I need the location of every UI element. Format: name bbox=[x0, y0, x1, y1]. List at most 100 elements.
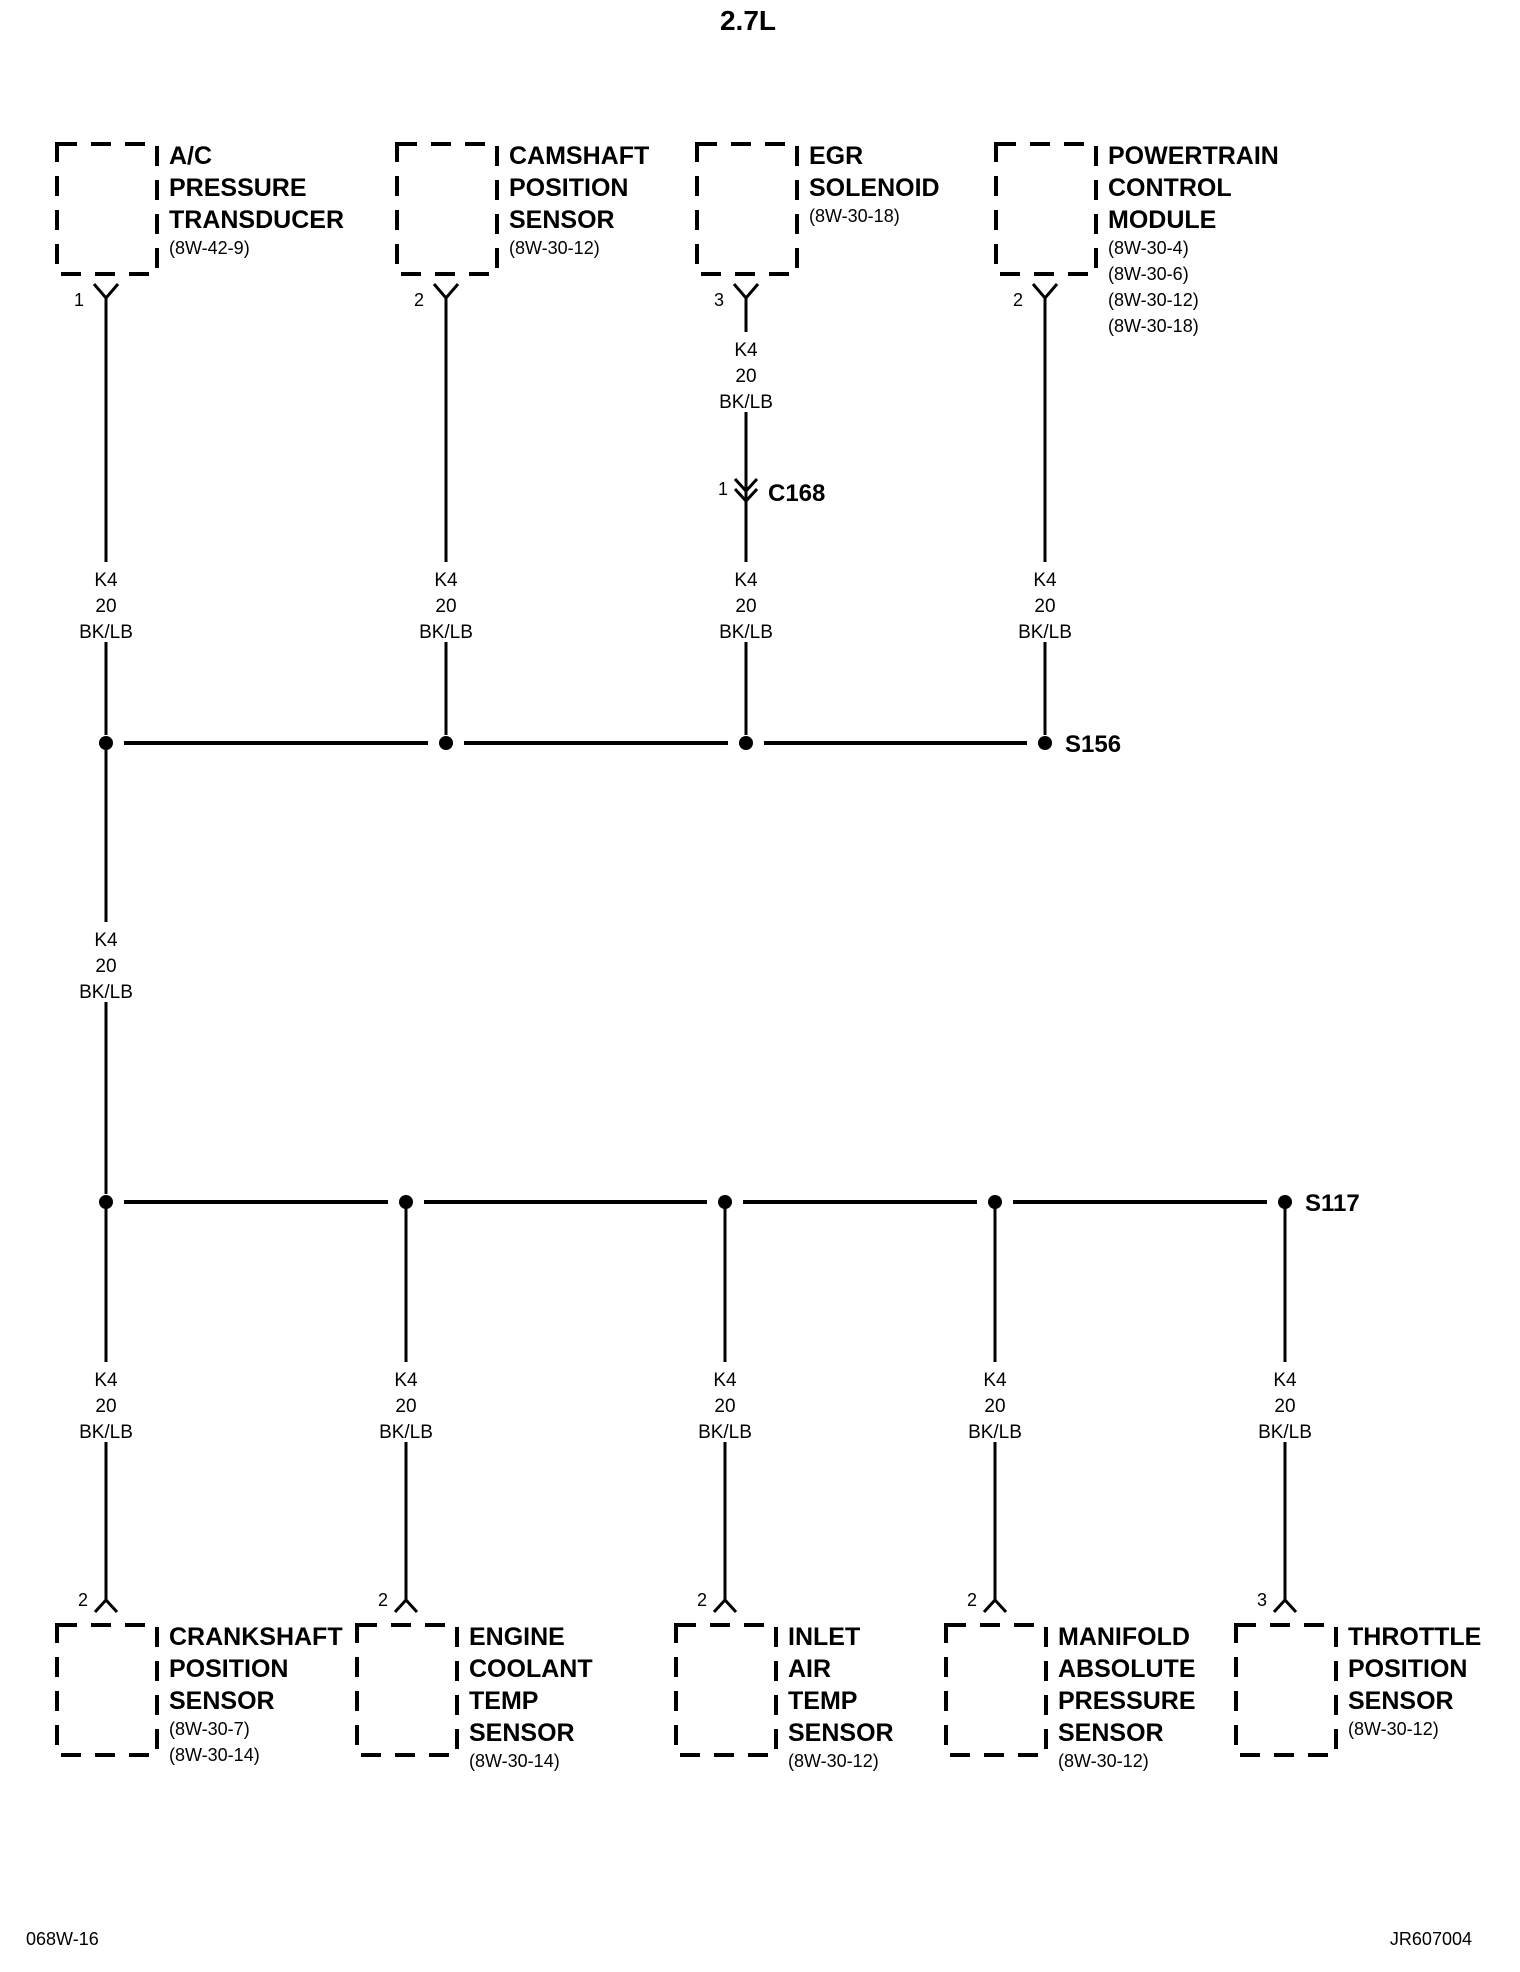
top-component-name-line: TRANSDUCER bbox=[169, 206, 344, 234]
component-box bbox=[1234, 1623, 1338, 1757]
bottom-component-name-line: TEMP bbox=[469, 1687, 538, 1715]
wire-circuit: K4 bbox=[734, 570, 758, 591]
pin-number: 2 bbox=[697, 1590, 707, 1610]
wire-circuit: K4 bbox=[734, 340, 758, 361]
wire-label-bg bbox=[414, 562, 478, 642]
connector-symbol bbox=[92, 283, 120, 301]
bottom-component-ref: (8W-30-7) bbox=[169, 1719, 250, 1739]
wire-label-bg bbox=[74, 1362, 138, 1442]
pin-number: 2 bbox=[414, 290, 424, 310]
wire-color: BK/LB bbox=[79, 622, 133, 643]
wire-label-bg bbox=[374, 1362, 438, 1442]
wire-color: BK/LB bbox=[79, 982, 133, 1003]
diagram-title: 2.7L bbox=[720, 5, 776, 36]
splice-s117: S117 bbox=[1305, 1190, 1360, 1217]
wire-label-bg bbox=[714, 332, 778, 412]
component-box bbox=[695, 142, 799, 276]
wire-color: BK/LB bbox=[1258, 1422, 1312, 1443]
top-component-name-line: CAMSHAFT bbox=[509, 142, 649, 170]
wire-circuit: K4 bbox=[434, 570, 458, 591]
footer-left: 068W-16 bbox=[26, 1929, 99, 1949]
bottom-component-ref: (8W-30-12) bbox=[788, 1751, 879, 1771]
top-component-2: 3 bbox=[695, 142, 799, 310]
bottom-component-name-line: INLET bbox=[788, 1623, 860, 1651]
pin-number: 1 bbox=[74, 290, 84, 310]
bottom-component-name-line: POSITION bbox=[1348, 1655, 1467, 1683]
wire-circuit: K4 bbox=[713, 1370, 737, 1391]
wire-color: BK/LB bbox=[1018, 622, 1072, 643]
top-component-name-line: POWERTRAIN bbox=[1108, 142, 1279, 170]
component-box bbox=[355, 1623, 459, 1757]
connector-symbol bbox=[432, 283, 460, 301]
bottom-component-1: 2 bbox=[355, 1590, 459, 1757]
top-component-ref: (8W-42-9) bbox=[169, 238, 250, 258]
bottom-component-name-line: THROTTLE bbox=[1348, 1623, 1481, 1651]
wire-gauge: 20 bbox=[984, 1396, 1005, 1417]
connector-symbol bbox=[732, 283, 760, 301]
wire-color: BK/LB bbox=[719, 622, 773, 643]
top-component-name-line: MODULE bbox=[1108, 206, 1216, 234]
top-component-ref: (8W-30-12) bbox=[509, 238, 600, 258]
top-component-name-line: POSITION bbox=[509, 174, 628, 202]
top-component-0: 1 bbox=[55, 142, 159, 310]
bottom-component-name-line: POSITION bbox=[169, 1655, 288, 1683]
wire-circuit: K4 bbox=[94, 1370, 118, 1391]
bottom-component-name-line: ENGINE bbox=[469, 1623, 565, 1651]
bottom-component-ref: (8W-30-14) bbox=[469, 1751, 560, 1771]
top-component-ref: (8W-30-18) bbox=[1108, 316, 1199, 336]
wire-label-bg bbox=[1013, 562, 1077, 642]
wire-color: BK/LB bbox=[379, 1422, 433, 1443]
wire-label-bg bbox=[1253, 1362, 1317, 1442]
bottom-component-ref: (8W-30-12) bbox=[1058, 1751, 1149, 1771]
wire-circuit: K4 bbox=[394, 1370, 418, 1391]
wire-circuit: K4 bbox=[1033, 570, 1057, 591]
pin-number: 3 bbox=[1257, 1590, 1267, 1610]
wire-gauge: 20 bbox=[395, 1396, 416, 1417]
pin-number: 2 bbox=[1013, 290, 1023, 310]
connector-symbol bbox=[982, 1597, 1008, 1614]
wire-color: BK/LB bbox=[79, 1422, 133, 1443]
wires bbox=[88, 298, 1303, 1600]
pin-number: 2 bbox=[967, 1590, 977, 1610]
wire-color: BK/LB bbox=[968, 1422, 1022, 1443]
top-component-name-line: A/C bbox=[169, 142, 212, 170]
connector-symbol bbox=[93, 1597, 119, 1614]
bottom-component-name-line: PRESSURE bbox=[1058, 1687, 1196, 1715]
wire-label-bg bbox=[74, 562, 138, 642]
component-box bbox=[944, 1623, 1048, 1757]
bottom-component-name-line: SENSOR bbox=[788, 1719, 894, 1747]
wire-label-bg bbox=[963, 1362, 1027, 1442]
wire-circuit: K4 bbox=[94, 570, 118, 591]
top-component-name-line: SOLENOID bbox=[809, 174, 940, 202]
pin-number: 2 bbox=[378, 1590, 388, 1610]
component-box bbox=[395, 142, 499, 276]
top-component-1: 2 bbox=[395, 142, 499, 310]
top-component-name-line: PRESSURE bbox=[169, 174, 307, 202]
bottom-component-0: 2 bbox=[55, 1590, 159, 1757]
connector-symbol bbox=[393, 1597, 419, 1614]
wire-gauge: 20 bbox=[1034, 596, 1055, 617]
top-component-name-line: SENSOR bbox=[509, 206, 615, 234]
component-box bbox=[55, 142, 159, 276]
components: 1 A/C PRESSURE TRANSDUCER (8W-42-9) 2 CAMSHAFT… bbox=[55, 142, 1481, 1771]
bottom-component-4: 3 bbox=[1234, 1590, 1338, 1757]
splice-node bbox=[739, 736, 753, 750]
c168-pin: 1 bbox=[718, 479, 728, 499]
wire-labels: K420BK/LBK420BK/LBK420BK/LBK420BK/LBK420… bbox=[74, 332, 1317, 1443]
wire-label-bg bbox=[693, 1362, 757, 1442]
bottom-component-name-line: AIR bbox=[788, 1655, 831, 1683]
bottom-component-name-line: MANIFOLD bbox=[1058, 1623, 1190, 1651]
connector-symbol bbox=[1031, 283, 1059, 301]
wire-color: BK/LB bbox=[419, 622, 473, 643]
wire-circuit: K4 bbox=[94, 930, 118, 951]
wire-label-bg bbox=[74, 922, 138, 1002]
wire-color: BK/LB bbox=[698, 1422, 752, 1443]
